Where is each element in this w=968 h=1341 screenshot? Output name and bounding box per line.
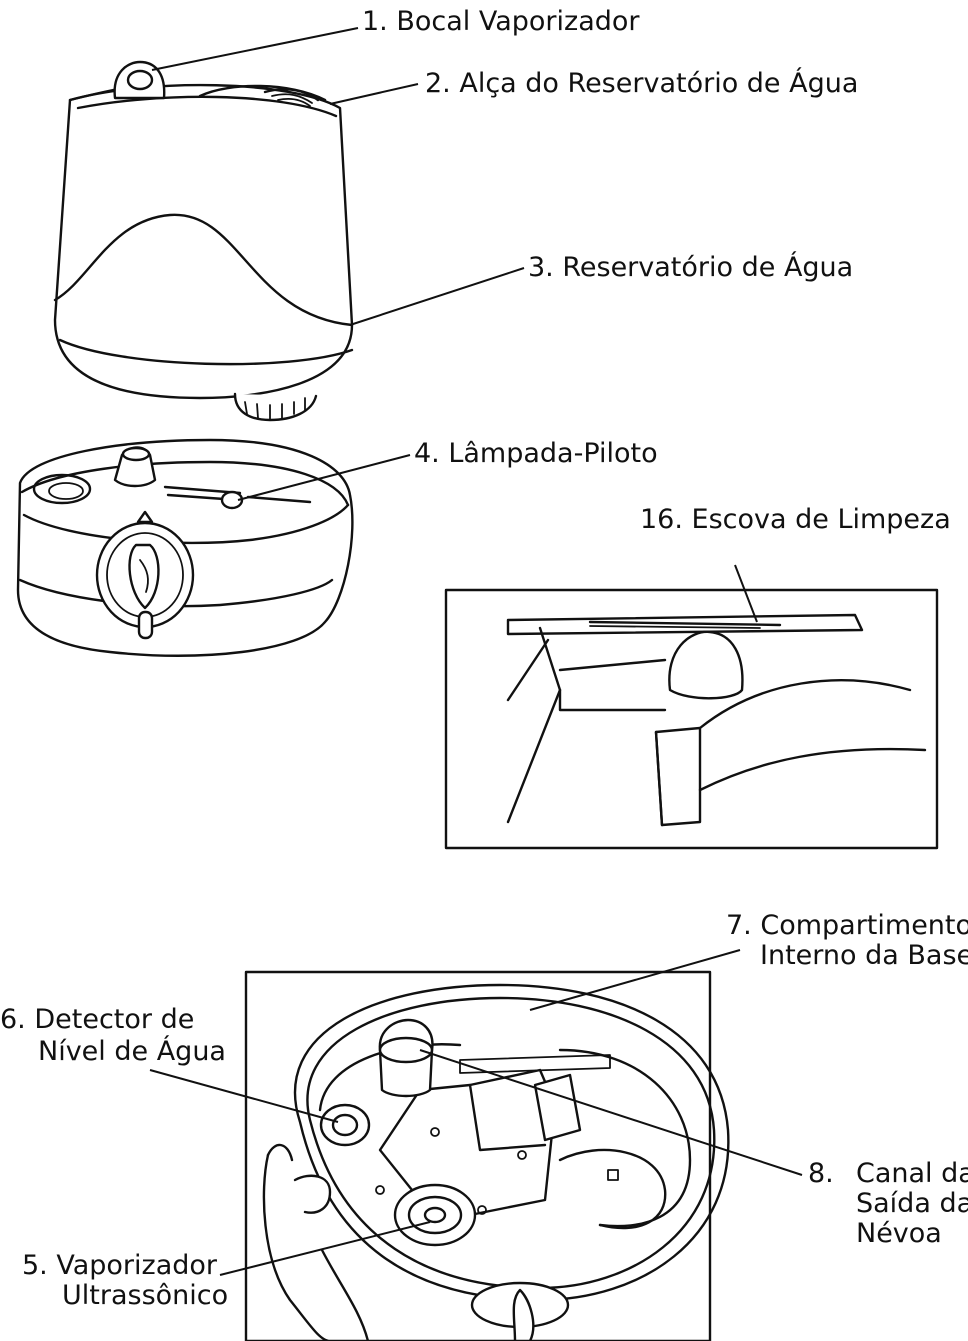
label-cleaning-brush: 16. Escova de Limpeza bbox=[640, 504, 951, 535]
label-water-level-detector-line1: 6. Detector de bbox=[0, 1004, 194, 1035]
label-vaporizer-nozzle: 1. Bocal Vaporizador bbox=[362, 6, 640, 37]
label-water-level-detector-line2: Nível de Água bbox=[38, 1035, 226, 1067]
label-mist-outlet-line3: Névoa bbox=[856, 1218, 942, 1249]
vaporizer-nozzle-icon bbox=[115, 62, 165, 98]
label-mist-outlet-line2: Saída da bbox=[856, 1188, 968, 1219]
water-tank-illustration bbox=[55, 85, 352, 420]
base-illustration bbox=[18, 440, 352, 656]
label-mist-outlet-line1: Canal da bbox=[856, 1158, 968, 1189]
label-mist-outlet-number: 8. bbox=[808, 1158, 834, 1189]
label-ultrasonic-vaporizer-line2: Ultrassônico bbox=[62, 1280, 228, 1311]
label-pilot-lamp: 4. Lâmpada-Piloto bbox=[414, 438, 658, 469]
label-base-compartment-line1: 7. Compartimento bbox=[726, 910, 968, 941]
base-interior-detail bbox=[246, 972, 728, 1341]
label-tank-handle: 2. Alça do Reservatório de Água bbox=[425, 67, 858, 99]
label-water-tank: 3. Reservatório de Água bbox=[528, 251, 853, 283]
cleaning-brush-detail bbox=[446, 590, 937, 848]
label-base-compartment-line2: Interno da Base bbox=[760, 940, 968, 971]
label-ultrasonic-vaporizer-line1: 5. Vaporizador bbox=[22, 1250, 218, 1281]
